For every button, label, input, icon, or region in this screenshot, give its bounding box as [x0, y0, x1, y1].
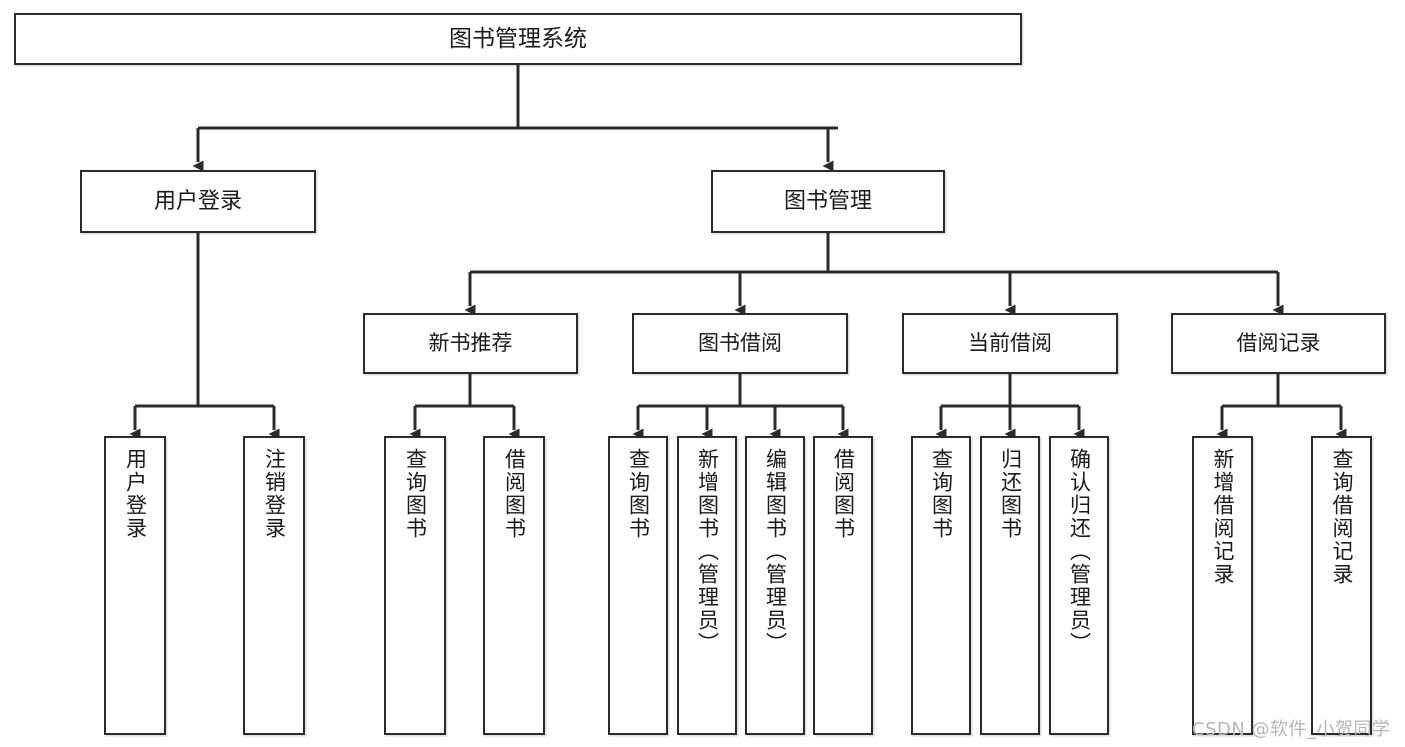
csdn-watermark: CSDN @软件_小贺同学	[1192, 719, 1391, 740]
node-label: 注销登录	[262, 448, 287, 540]
node-label: 借阅图书	[831, 448, 856, 540]
node-user-login[interactable]: 用户登录	[80, 170, 316, 233]
leaf-current-confirm-return-admin[interactable]: 确认归还（管理员）	[1049, 436, 1109, 735]
node-label: 查询图书	[929, 448, 954, 540]
node-label: 借阅记录	[1236, 331, 1321, 356]
node-label: 借阅图书	[502, 448, 527, 540]
node-label: 确认归还（管理员）	[1067, 448, 1092, 655]
leaf-borrow-borrow-book[interactable]: 借阅图书	[813, 436, 873, 735]
node-current-borrow[interactable]: 当前借阅	[902, 313, 1118, 374]
node-label: 图书借阅	[698, 331, 782, 356]
leaf-record-add-record[interactable]: 新增借阅记录	[1192, 436, 1253, 735]
leaf-recommend-query-book[interactable]: 查询图书	[384, 436, 446, 735]
node-label: 查询图书	[626, 448, 651, 540]
node-root-system[interactable]: 图书管理系统	[14, 13, 1022, 65]
node-label: 新增图书（管理员）	[695, 448, 720, 655]
node-label: 用户登录	[153, 188, 242, 214]
leaf-current-query-book[interactable]: 查询图书	[911, 436, 971, 735]
leaf-borrow-edit-book-admin[interactable]: 编辑图书（管理员）	[745, 436, 805, 735]
leaf-recommend-borrow-book[interactable]: 借阅图书	[483, 436, 545, 735]
node-new-book-recommend[interactable]: 新书推荐	[363, 313, 578, 374]
node-label: 用户登录	[123, 448, 148, 540]
leaf-current-return-book[interactable]: 归还图书	[980, 436, 1040, 735]
node-label: 图书管理	[783, 188, 872, 214]
node-label: 当前借阅	[968, 331, 1052, 356]
leaf-borrow-query-book[interactable]: 查询图书	[608, 436, 668, 735]
leaf-borrow-add-book-admin[interactable]: 新增图书（管理员）	[677, 436, 737, 735]
node-book-borrow[interactable]: 图书借阅	[632, 313, 848, 374]
node-label: 图书管理系统	[449, 25, 587, 52]
node-label: 新书推荐	[428, 331, 513, 356]
leaf-user-login-logout[interactable]: 注销登录	[243, 436, 305, 735]
leaf-user-login-login[interactable]: 用户登录	[104, 436, 166, 735]
node-label: 查询图书	[403, 448, 428, 540]
node-label: 归还图书	[998, 448, 1023, 540]
node-label: 编辑图书（管理员）	[763, 448, 788, 655]
node-label: 新增借阅记录	[1211, 448, 1235, 586]
leaf-record-query-record[interactable]: 查询借阅记录	[1311, 436, 1372, 735]
node-book-management[interactable]: 图书管理	[711, 170, 945, 233]
node-label: 查询借阅记录	[1330, 448, 1354, 586]
node-borrow-record[interactable]: 借阅记录	[1171, 313, 1386, 374]
